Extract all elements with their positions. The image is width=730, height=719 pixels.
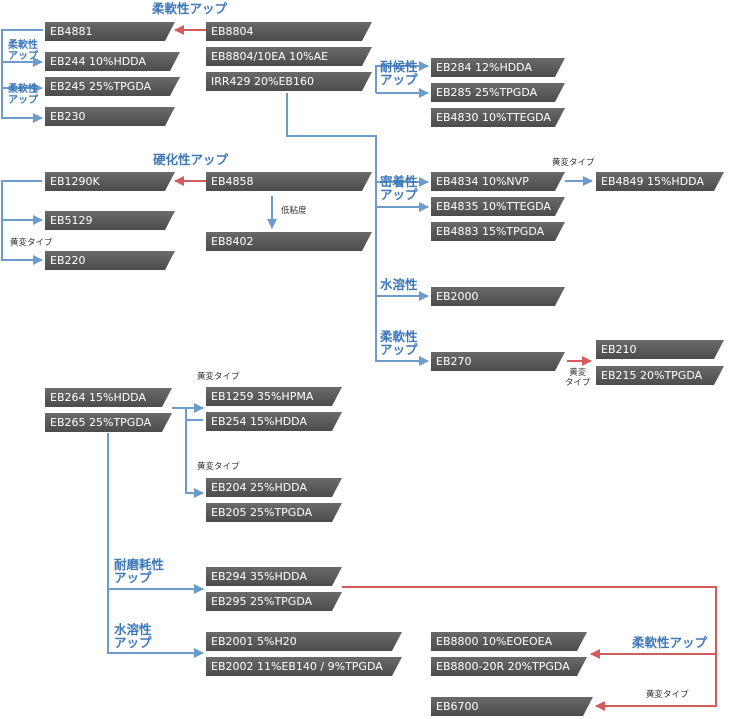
label-wear: 耐磨耗性 アップ <box>114 557 165 585</box>
label-flex-top: 柔軟性アップ <box>152 1 228 16</box>
product-eb4830: EB4830 10%TTEGDA <box>431 108 565 127</box>
product-eb2001: EB2001 5%H20 <box>206 632 402 651</box>
product-eb215: EB215 20%TPGDA <box>596 366 724 385</box>
product-eb4881: EB4881 <box>45 22 175 41</box>
note-yellow-3: 黄変 タイプ <box>565 368 591 388</box>
label-flex-small-2: 柔軟性 アップ <box>8 84 38 106</box>
label-flex-bottom: 柔軟性アップ <box>632 635 708 650</box>
product-eb294: EB294 35%HDDA <box>206 567 342 586</box>
product-eb4849: EB4849 15%HDDA <box>596 172 724 191</box>
label-water: 水溶性 <box>380 277 418 292</box>
product-eb1290k: EB1290K <box>45 172 175 191</box>
product-eb265: EB265 25%TPGDA <box>45 413 172 432</box>
note-yellow-4: 黄変タイプ <box>197 372 240 382</box>
weather-to-eb284 <box>375 61 429 93</box>
product-eb210: EB210 <box>596 340 724 359</box>
product-eb230: EB230 <box>45 107 175 126</box>
product-eb244: EB244 10%HDDA <box>45 52 180 71</box>
product-eb285: EB285 25%TPGDA <box>431 83 565 102</box>
product-eb4834: EB4834 10%NVP <box>431 172 565 191</box>
note-yellow-2: 黄変タイプ <box>552 158 595 168</box>
product-eb284: EB284 12%HDDA <box>431 58 565 77</box>
product-eb2000: EB2000 <box>431 287 565 306</box>
adhesion-to-eb4834 <box>375 177 429 207</box>
product-eb2002: EB2002 11%EB140 / 9%TPGDA <box>206 657 402 676</box>
product-eb1259: EB1259 35%HPMA <box>206 387 342 406</box>
label-flex-small-1: 柔軟性 アップ <box>8 40 38 62</box>
product-irr429: IRR429 20%EB160 <box>206 72 372 91</box>
product-eb8800-20r: EB8800-20R 20%TPGDA <box>431 657 587 676</box>
product-eb8804-10ea: EB8804/10EA 10%AE <box>206 47 372 66</box>
product-eb8800: EB8800 10%EOEOEA <box>431 632 587 651</box>
eb264-to-eb254 <box>185 408 203 421</box>
product-eb264: EB264 15%HDDA <box>45 388 172 407</box>
product-eb270: EB270 <box>431 352 565 371</box>
label-weather: 耐候性 アップ <box>380 59 418 87</box>
note-yellow-5: 黄変タイプ <box>197 462 240 472</box>
product-eb5129: EB5129 <box>45 211 175 230</box>
product-eb8402: EB8402 <box>206 232 372 251</box>
eb294-to-eb8800 <box>342 586 717 711</box>
label-adhesion: 密着性 アップ <box>380 174 418 202</box>
product-eb8804: EB8804 <box>206 22 372 41</box>
product-eb4883: EB4883 15%TPGDA <box>431 222 565 241</box>
irr-trunk <box>286 93 429 366</box>
flex-bracket-top <box>1 29 43 123</box>
label-hard: 硬化性アップ <box>153 152 229 167</box>
note-yellow-1: 黄変タイプ <box>10 238 53 248</box>
product-eb4858: EB4858 <box>206 172 372 191</box>
eb265-trunk <box>107 433 204 658</box>
product-eb6700: EB6700 <box>431 697 593 716</box>
eb264-bracket <box>172 407 204 498</box>
product-eb4835: EB4835 10%TTEGDA <box>431 197 565 216</box>
label-flex-mid: 柔軟性 アップ <box>380 329 418 357</box>
note-yellow-6: 黄変タイプ <box>646 690 689 700</box>
product-eb254: EB254 15%HDDA <box>206 412 342 431</box>
product-eb295: EB295 25%TPGDA <box>206 592 342 611</box>
product-eb245: EB245 25%TPGDA <box>45 77 180 96</box>
label-water2: 水溶性 アップ <box>114 622 152 650</box>
product-eb204: EB204 25%HDDA <box>206 478 342 497</box>
note-low-viscosity: 低粘度 <box>281 206 307 216</box>
product-eb220: EB220 <box>45 251 175 270</box>
product-eb205: EB205 25%TPGDA <box>206 503 342 522</box>
